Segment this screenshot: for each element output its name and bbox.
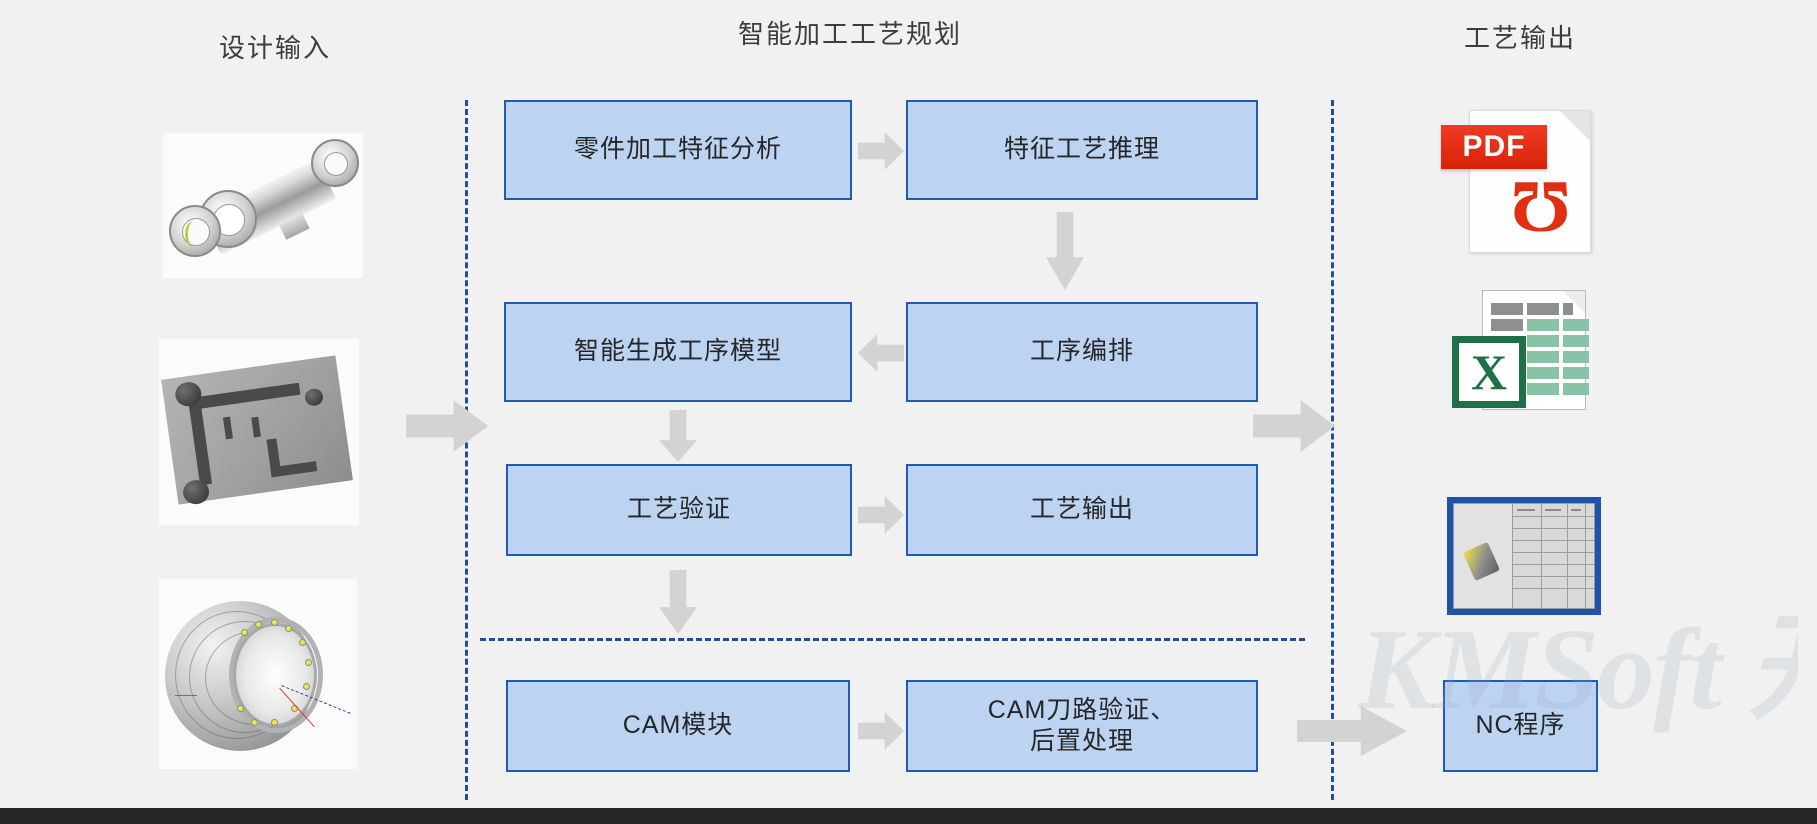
arrow-right-icon-input-to-planning [406,400,488,452]
output-process-sheet [1447,497,1601,615]
box-label: 特征工艺推理 [1003,135,1160,164]
arrow-down-icon-verification-to-cam [659,570,697,634]
divider-left-dashed [465,100,468,800]
process-box-cam-path-verify[interactable]: CAM刀路验证、 后置处理 [906,680,1258,772]
box-label: 工艺输出 [1029,495,1134,524]
process-box-verification[interactable]: 工艺验证 [506,464,852,556]
output-pdf-file: Ʊ PDF [1441,108,1607,253]
column-title-planning: 智能加工工艺规划 [737,19,962,49]
process-box-sequencing[interactable]: 工序编排 [906,302,1258,402]
excel-file-icon [1482,290,1589,410]
page-fold-corner-icon [1560,111,1590,141]
box-label-line2: 后置处理 [1029,727,1134,755]
arrow-down-icon-model-to-verification [659,410,697,462]
arrow-right-icon-feature-to-reasoning [858,132,904,170]
arrow-right-icon-cam-to-path [858,712,904,750]
box-label: 工艺验证 [626,495,731,524]
sheet-preview-pane [1454,504,1513,608]
box-label: NC程序 [1475,711,1566,740]
bottom-edge-strip [0,808,1817,824]
excel-logo-badge: X [1452,336,1526,408]
arrow-down-icon-reasoning-to-sequencing [1046,212,1084,290]
box-label: 智能生成工序模型 [573,337,782,366]
divider-horizontal-dashed [480,638,1305,641]
box-label: 零件加工特征分析 [573,135,782,164]
arrow-right-icon-path-to-nc [1297,706,1407,756]
excel-x-glyph: X [1470,344,1508,400]
sheet-part-thumbnail [1462,541,1500,581]
box-label: 工序编排 [1029,337,1134,366]
box-label-line1: CAM刀路验证、 [987,695,1177,724]
arrow-left-icon-sequencing-to-model [858,334,904,372]
design-input-turbine-casing [159,579,357,769]
process-box-process-output[interactable]: 工艺输出 [906,464,1258,556]
sheet-table-pane [1512,504,1594,608]
acrobat-swirl-icon: Ʊ [1511,166,1571,248]
design-input-mold-plate [159,339,359,525]
arrow-right-icon-verification-to-output [858,496,904,534]
pipe-highlight-arc [185,221,203,247]
process-box-nc-program[interactable]: NC程序 [1443,680,1598,772]
arrow-right-icon-planning-to-output [1253,400,1335,452]
design-input-pipe-housing [163,133,363,278]
process-sheet-icon [1447,497,1601,615]
column-title-process-output: 工艺输出 [1463,23,1576,53]
process-box-cam-module[interactable]: CAM模块 [506,680,850,772]
box-label: CAM模块 [622,711,734,740]
process-box-feature-reasoning[interactable]: 特征工艺推理 [906,100,1258,200]
pdf-badge-label: PDF [1441,125,1547,169]
mold-plate-shape [161,355,353,506]
column-title-design-input: 设计输入 [218,33,331,63]
output-excel-file: X [1452,288,1589,416]
process-box-generate-model[interactable]: 智能生成工序模型 [504,302,852,402]
process-box-feature-analysis[interactable]: 零件加工特征分析 [504,100,852,200]
pipe-flange-rear [311,139,359,187]
divider-right-dashed [1331,100,1334,800]
